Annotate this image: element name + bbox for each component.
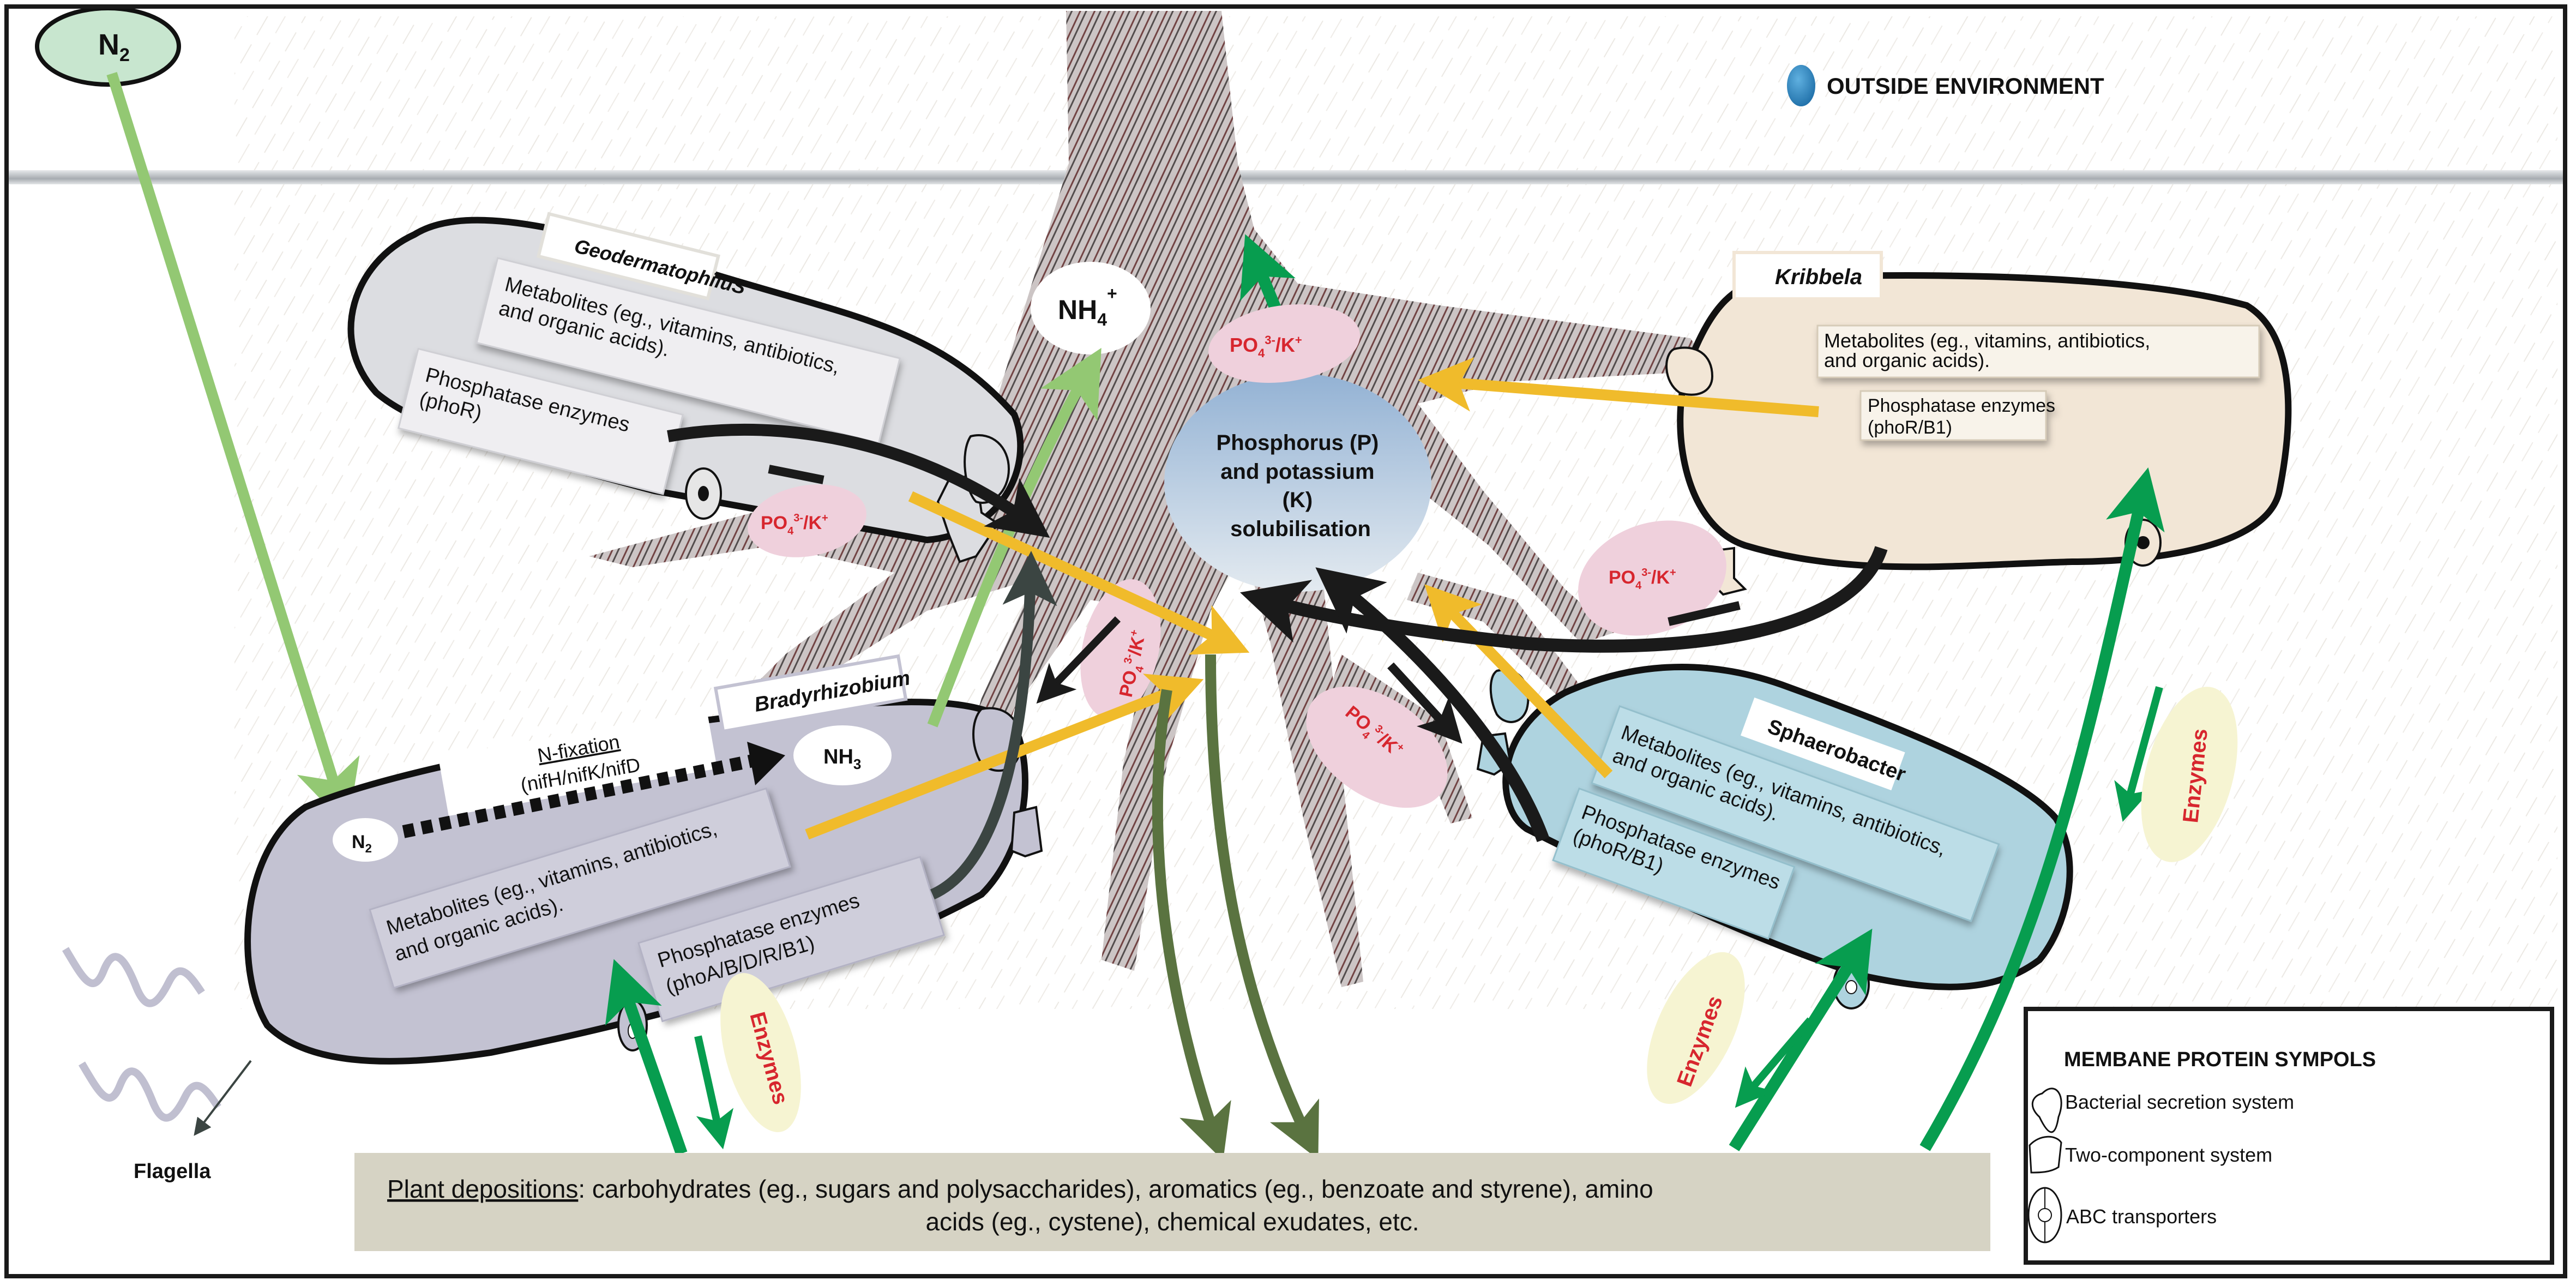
n-fixation-arrow [402, 754, 754, 838]
flagella-pointer-arrow [194, 1060, 252, 1136]
flagellum [62, 947, 205, 1007]
ion-bubble: PO43-/K+ [748, 484, 866, 557]
kribbela-phosphatase-box [1859, 390, 2047, 441]
metabolite-secretion-arrow [1424, 584, 1613, 778]
outside-environment-legend: OUTSIDE ENVIRONMENT [1787, 65, 2104, 106]
kribbela-phosphatase-line1: Phosphatase enzymes [1868, 395, 2055, 416]
plant-depositions-box: Plant depositions: carbohydrates (eg., s… [354, 1153, 1990, 1251]
n-fixation-box [438, 709, 718, 816]
metabolite-secretion-arrow [908, 491, 1250, 655]
two-component-icon [1010, 806, 1043, 858]
nh3-bubble [793, 725, 892, 785]
n-fixation-arrowhead [747, 742, 785, 785]
secretion-system-icon [1665, 346, 1714, 396]
ammonium-release-arrow [927, 347, 1102, 728]
outside-environment-label: OUTSIDE ENVIRONMENT [1827, 73, 2104, 99]
soil-surface-line [9, 170, 2563, 184]
flagellum [78, 1061, 221, 1122]
phosphatase-arrow [667, 423, 1050, 538]
n2-label: N2 [98, 28, 130, 65]
atmospheric-n2: N2 [35, 9, 181, 87]
n2-influx-arrow [106, 72, 360, 828]
sphaerobacter-name-box [1736, 693, 1910, 795]
phosphatase-return-arrow [1036, 616, 1121, 704]
flagella-label: Flagella [134, 1160, 211, 1183]
enzyme-uptake-arrow [1729, 928, 1873, 1151]
plant-depositions-line1: Plant depositions: carbohydrates (eg., s… [387, 1175, 1653, 1203]
nh3-label: NH3 [823, 746, 861, 772]
kribbela-name: Kribbela [1775, 265, 1862, 289]
phosphatase-arrow [930, 551, 1057, 900]
enzyme-uptake-arrow [1919, 467, 2165, 1151]
phosphatase-arrow [1315, 567, 1550, 843]
enzyme-bubble: Enzymes [720, 973, 801, 1132]
legend-title: MEMBANE PROTEIN SYMPOLS [2064, 1048, 2376, 1071]
metabolite-secretion-arrow [1418, 357, 1819, 417]
enzyme-release-arrow [2114, 686, 2163, 822]
nh4-bubble [1031, 262, 1151, 354]
geodermatophilus-metabolites-box [476, 257, 901, 444]
enzyme-release-arrow [1735, 1017, 1814, 1108]
kribbela-phosphatase-line2: (phoR/B1) [1868, 417, 1952, 438]
ion-bubble: PO43-/K+ [1080, 579, 1161, 719]
ion-bubble: PO43-/K+ [1578, 520, 1726, 636]
kribbela-cell: Kribbela Metabolites (eg., vitamins, ant… [1665, 251, 2292, 596]
bradyrhizobium-metabolites-box [369, 787, 791, 989]
abc-transporter-icon [685, 467, 722, 520]
ion-label: PO43-/K+ [1230, 333, 1302, 360]
phosphatase-return-arrow [1387, 662, 1462, 744]
bradyrhizobium-name-box [713, 654, 908, 734]
metabolite-secretion-arrow [805, 674, 1204, 840]
figure-frame: OUTSIDE ENVIRONMENT N2 GeodermatophiluS … [4, 4, 2567, 1278]
internal-n2-label: N2 [352, 832, 372, 855]
geodermatophilus-phosphatase-box [397, 347, 684, 495]
plant-depositions-line2: acids (eg., cystene), chemical exudates,… [925, 1207, 1419, 1236]
phosphatase-return-arrow [768, 465, 824, 484]
legend-item-label: Two-component system [2065, 1144, 2272, 1166]
blue-dot-icon [1787, 65, 1815, 106]
ion-label: PO43-/K+ [1609, 567, 1676, 592]
enzyme-bubble: Enzymes [2141, 687, 2238, 862]
ion-label: PO43-/K+ [761, 512, 828, 537]
geodermatophilus-name-box [536, 212, 720, 301]
pk-solubilisation-label: Phosphorus (P) and potassium (K) solubil… [1217, 431, 1385, 541]
secretion-system-icon [2031, 1087, 2062, 1133]
enzyme-release-arrow [694, 1035, 734, 1150]
sphaerobacter-cell: Sphaerobacter Metabolites (eg., vitamins… [1476, 664, 2073, 1009]
kribbela-metabolites-line1: Metabolites (eg., vitamins, antibiotics, [1824, 329, 2150, 352]
pk-solubilisation-bubble [1164, 374, 1431, 592]
abc-transporter-icon [2027, 1187, 2062, 1243]
sphaerobacter-metabolites-box [1591, 705, 2000, 922]
plant-deposition-arrow [1152, 689, 1231, 1161]
internal-n2-bubble [333, 818, 398, 862]
legend-item-label: ABC transporters [2066, 1205, 2217, 1228]
bradyrhizobium-cell: Bradyrhizobium N-fixation (nifH/nifK/nif… [62, 654, 1043, 1136]
kribbela-metabolites-line2: and organic acids). [1824, 349, 1990, 371]
ion-bubble: PO43-/K+ [1208, 304, 1360, 383]
kribbela-metabolites-box [1816, 324, 2260, 378]
membrane-protein-legend: MEMBANE PROTEIN SYMPOLS Bacterial secret… [2024, 1007, 2554, 1265]
ion-label: PO43-/K+ [1115, 629, 1154, 700]
plant-deposition-arrow [1205, 654, 1319, 1160]
kribbela-name-box [1732, 251, 1883, 301]
diagram-canvas: OUTSIDE ENVIRONMENT N2 GeodermatophiluS … [9, 9, 2563, 1265]
phosphatase-return-arrow [1668, 601, 1741, 626]
sphaerobacter-phosphatase-box [1552, 787, 1796, 940]
two-component-icon [2029, 1135, 2062, 1174]
ion-bubble: PO43-/K+ [1306, 686, 1448, 808]
legend-item-label: Bacterial secretion system [2065, 1091, 2294, 1113]
nh4-label: NH4+ [1058, 284, 1117, 329]
enzyme-uptake-arrow [605, 959, 688, 1156]
